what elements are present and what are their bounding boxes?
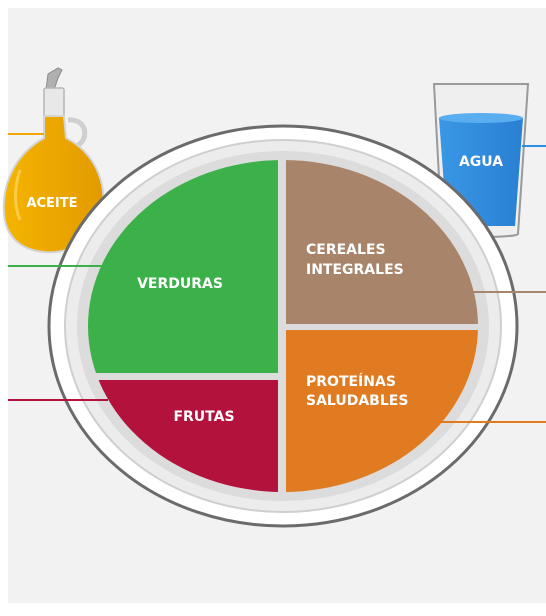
- oil-bottle-icon: ACEITE: [2, 67, 105, 254]
- frutas-label: FRUTAS: [173, 409, 234, 425]
- proteinas-label-line1: PROTEÍNAS: [306, 373, 396, 390]
- proteinas-label-line2: SALUDABLES: [306, 393, 408, 409]
- cereales-label-line2: INTEGRALES: [306, 262, 404, 278]
- verduras-label: VERDURAS: [137, 276, 223, 292]
- cereales-label-line1: CEREALES: [306, 242, 386, 258]
- agua-label: AGUA: [459, 154, 503, 170]
- aceite-label: ACEITE: [26, 196, 77, 211]
